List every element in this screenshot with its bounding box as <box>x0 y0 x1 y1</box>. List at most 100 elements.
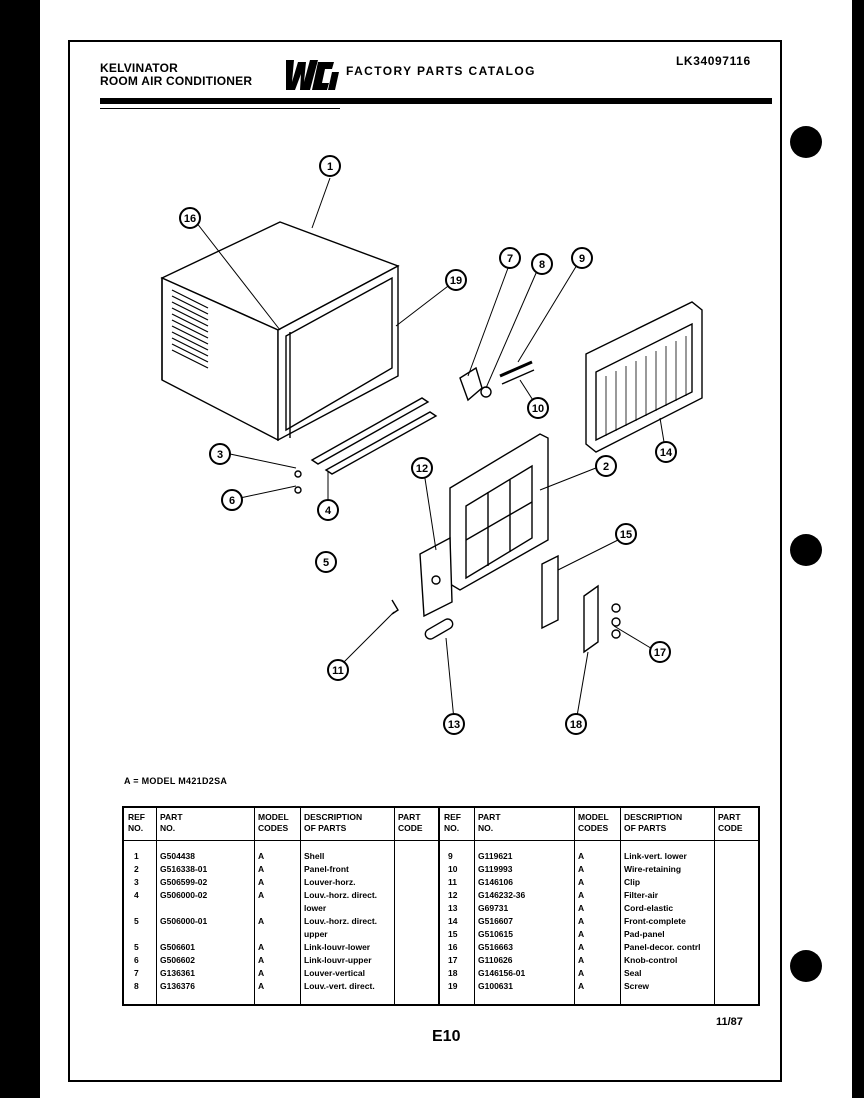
table-cell-model <box>258 928 264 941</box>
table-cell-desc: Link-louvr-upper <box>304 955 372 965</box>
svg-text:19: 19 <box>450 275 462 287</box>
table-cell-ref: 16 <box>448 942 458 952</box>
table-cell-model: A <box>578 890 585 900</box>
callout-8: 8 <box>531 253 553 275</box>
table-cell-ref: 5 <box>134 942 139 952</box>
callout-1: 1 <box>319 155 341 177</box>
table-cell-part: G110626 <box>478 955 513 965</box>
table-cell-desc: Louver-horz. <box>304 877 356 887</box>
table-cell-ref: 12 <box>448 890 458 900</box>
table-cell-model: A <box>578 851 585 861</box>
table-cell-model: A <box>258 955 265 965</box>
table-cell-ref: 9 <box>448 851 453 861</box>
header-subrule <box>100 108 340 109</box>
callout-19: 19 <box>445 269 467 291</box>
svg-text:18: 18 <box>570 719 582 731</box>
table-cell-desc: Wire-retaining <box>624 864 682 874</box>
table-cell-part: G119993 <box>478 864 513 874</box>
table-cell-desc: Knob-control <box>624 955 678 965</box>
table-cell-part: G506000-02 <box>160 890 208 900</box>
table-cell-desc: Filter-air <box>624 890 659 900</box>
table-cell-ref: 19 <box>448 981 458 991</box>
table-cell-part: G146156-01 <box>478 968 526 978</box>
svg-text:13: 13 <box>448 719 460 731</box>
table-cell-part: G506599-02 <box>160 877 208 887</box>
table-cell-part: G510615 <box>478 929 513 939</box>
binder-hole-bottom <box>790 950 822 982</box>
table-cell-desc: Screw <box>624 981 650 991</box>
table-cell-part: G136361 <box>160 968 195 978</box>
wci-logo <box>286 60 339 90</box>
table-cell-desc: Louv.-vert. direct. <box>304 981 375 991</box>
table-cell-model: A <box>578 903 585 913</box>
callout-15: 15 <box>615 523 637 545</box>
svg-text:16: 16 <box>184 213 196 225</box>
table-cell-desc: Link-vert. lower <box>624 851 687 861</box>
table-cell-desc: Cord-elastic <box>624 903 674 913</box>
front-panel <box>449 433 549 591</box>
exploded-parts-diagram: 1 2 3 4 5 6 7 8 9 10 11 12 13 14 15 16 1… <box>160 155 703 735</box>
page-frame <box>68 40 782 1082</box>
table-cell-ref: 14 <box>448 916 458 926</box>
callout-17: 17 <box>649 641 671 663</box>
callout-16: 16 <box>179 207 201 229</box>
table-cell-model: A <box>578 968 585 978</box>
table-cell-ref: 5 <box>134 916 139 926</box>
svg-text:6: 6 <box>229 495 235 507</box>
binder-hole-top <box>790 126 822 158</box>
table-cell-desc: Link-louvr-lower <box>304 942 371 952</box>
model-legend: A = MODEL M421D2SA <box>124 776 228 786</box>
catalog-code: LK34097116 <box>676 54 751 68</box>
callout-7: 7 <box>499 247 521 269</box>
table-cell-desc: Panel-front <box>304 864 349 874</box>
svg-text:7: 7 <box>507 253 513 265</box>
binder-hole-middle <box>790 534 822 566</box>
callout-11: 11 <box>327 659 349 681</box>
callout-markers: 1 2 3 4 5 6 7 8 9 10 11 12 13 14 15 16 1… <box>179 155 677 735</box>
table-cell-desc: Panel-decor. contrl <box>624 942 701 952</box>
table-cell-model: A <box>258 877 265 887</box>
table-cell-desc: Louv.-horz. direct. <box>304 916 378 926</box>
table-cell-desc: upper <box>304 929 328 939</box>
table-cell-part: G504438 <box>160 851 195 861</box>
table-cell-desc: Louv.-horz. direct. <box>304 890 378 900</box>
table-cell-model: A <box>578 942 585 952</box>
table-cell-model: A <box>258 864 265 874</box>
table-cell-ref <box>134 928 139 941</box>
svg-text:14: 14 <box>660 447 673 459</box>
table-cell-model: A <box>578 929 585 939</box>
table-cell-ref: 8 <box>134 981 139 991</box>
table-cell-desc: Clip <box>624 877 641 887</box>
table-cell-ref: 7 <box>134 968 139 978</box>
table-cell-part: G136376 <box>160 981 195 991</box>
table-cell-ref: 15 <box>448 929 458 939</box>
table-cell-part <box>160 902 207 915</box>
table-cell-part: G146106 <box>478 877 513 887</box>
brand-name: KELVINATOR <box>100 61 179 75</box>
callout-12: 12 <box>411 457 433 479</box>
table-cell-part: G506602 <box>160 955 195 965</box>
table-cell-part: G516607 <box>478 916 513 926</box>
table-cell-desc: Shell <box>304 851 325 861</box>
table-cell-model: A <box>258 942 265 952</box>
callout-2: 2 <box>595 455 617 477</box>
svg-text:5: 5 <box>323 557 329 569</box>
table-cell-model: A <box>258 890 265 900</box>
table-cell-model: A <box>578 916 585 926</box>
table-cell-ref: 17 <box>448 955 458 965</box>
table-cell-model: A <box>578 864 585 874</box>
table-cell-model: A <box>258 916 265 926</box>
table-cell-ref <box>134 902 139 915</box>
